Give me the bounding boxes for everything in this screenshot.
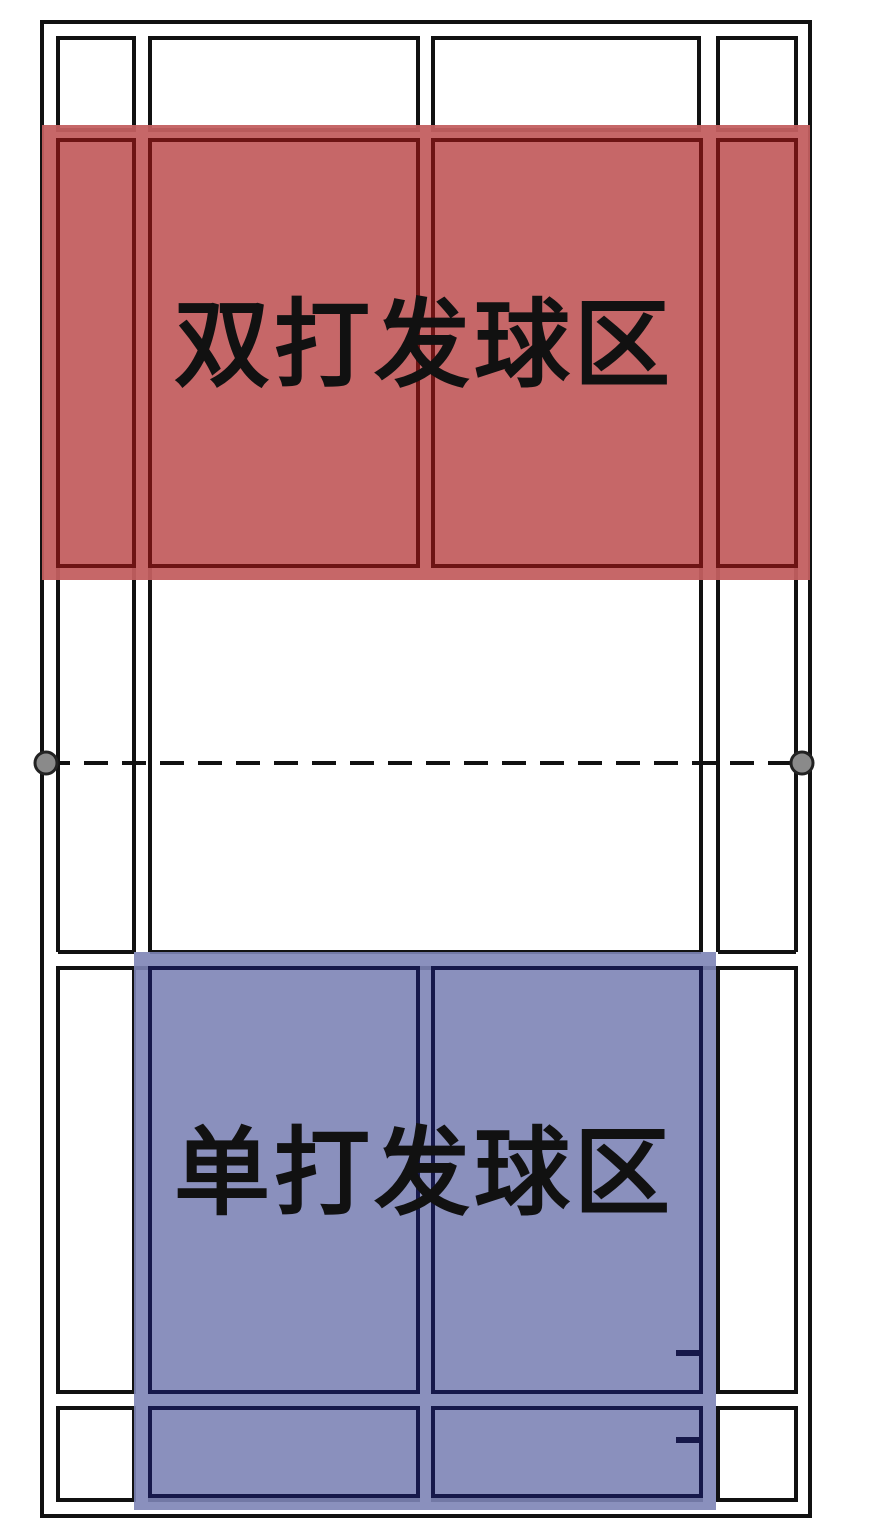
singles-service-zone [134,952,716,1510]
singles-service-zone-label: 单打发球区 [174,1116,674,1229]
bottom-back-left-alley-box [56,1406,136,1502]
top-back-right-alley-box [716,36,798,132]
bottom-left-alley-box [56,966,136,1394]
doubles-service-zone-label: 双打发球区 [174,288,674,401]
top-back-left-box [148,36,420,132]
doubles-zone-inner-lines [56,138,798,568]
singles-zone-inner-lines [148,966,703,1498]
right-net-post [789,750,815,776]
doubles-service-zone [42,125,810,580]
top-back-left-alley-box [56,36,136,132]
bottom-right-alley-box [716,966,798,1394]
left-net-post [33,750,59,776]
top-back-right-box [431,36,701,132]
bottom-back-right-alley-box [716,1406,798,1502]
